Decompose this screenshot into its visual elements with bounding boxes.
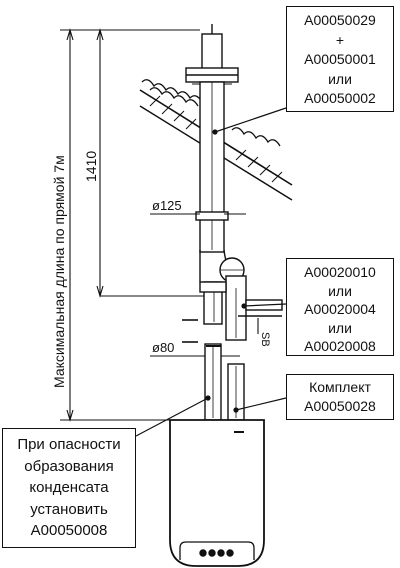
boiler bbox=[169, 419, 265, 567]
height-dimension-label: 1410 bbox=[83, 151, 99, 182]
dimension-lines bbox=[60, 28, 259, 422]
callout-kit-line-2: A00050028 bbox=[304, 398, 376, 414]
callout-elbow-kit-line-5: A00020008 bbox=[304, 338, 376, 354]
callout-elbow-kit-line-2: или bbox=[328, 282, 352, 299]
callout-elbow-kit-line-1: A00020010 bbox=[304, 264, 376, 280]
max-length-label: Максимальная длина по прямой 7м bbox=[51, 155, 67, 388]
callout-top-kit-line-3: A00050001 bbox=[304, 51, 376, 67]
callout-top-kit-line-1: A00050029 bbox=[304, 12, 376, 28]
callout-elbow-kit-line-3: A00020004 bbox=[304, 301, 376, 317]
callout-leaders bbox=[135, 107, 287, 437]
callout-kit: Комплект A00050028 bbox=[286, 374, 394, 420]
callout-top-kit-line-2: + bbox=[335, 31, 345, 48]
flue-pipe bbox=[182, 24, 283, 421]
callout-condensate-line-4: установить bbox=[30, 500, 108, 518]
diameter-125-label: ø125 bbox=[152, 198, 182, 213]
callout-top-kit: A00050029 + A00050001 или A00050002 bbox=[286, 6, 394, 112]
callout-top-kit-line-4: или bbox=[328, 70, 352, 87]
callout-top-kit-line-5: A00050002 bbox=[304, 90, 376, 106]
diameter-80-label: ø80 bbox=[152, 340, 174, 355]
callout-kit-line-1: Комплект bbox=[309, 379, 371, 395]
callout-condensate: При опасности образования конденсата уст… bbox=[2, 428, 136, 548]
sb-label: SB bbox=[259, 332, 271, 347]
callout-condensate-line-1: При опасности bbox=[17, 436, 121, 453]
callout-condensate-line-3: конденсата bbox=[29, 479, 109, 496]
callout-condensate-line-5: A00050008 bbox=[30, 522, 108, 539]
callout-condensate-line-2: образования bbox=[24, 457, 114, 475]
callout-elbow-kit: A00020010 или A00020004 или A00020008 bbox=[286, 258, 394, 356]
callout-elbow-kit-line-4: или bbox=[328, 319, 352, 336]
